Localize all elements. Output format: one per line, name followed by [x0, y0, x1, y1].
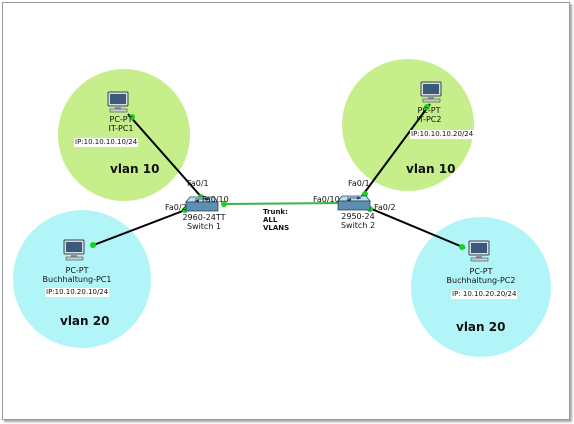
switch-icon: [337, 195, 371, 211]
switch1-name-label: Switch 1: [186, 222, 222, 231]
vlan10-right-label: vlan 10: [406, 162, 456, 176]
it-pc2-name-label: IT-PC2: [416, 115, 442, 124]
it-pc1-ip-label: IP:10.10.10.10/24: [74, 138, 139, 147]
bh-pc2-type-label: PC-PT: [469, 267, 493, 276]
pc-icon: [63, 239, 85, 261]
trunk-link: [221, 202, 346, 205]
vlan20-left-label: vlan 20: [60, 314, 110, 328]
port-dot: [459, 244, 465, 250]
it-pc1-name-label: IT-PC1: [108, 124, 134, 133]
trunk-label: Trunk: ALL VLANS: [263, 208, 289, 232]
bh-pc2-name-label: Buchhaltung-PC2: [446, 276, 516, 285]
trunk-label-line2: ALL: [263, 216, 278, 224]
port-dot: [362, 191, 368, 197]
bh-pc1-name-label: Buchhaltung-PC1: [42, 275, 112, 284]
switch2-type-label: 2950-24: [341, 212, 375, 221]
vlan10-zone-left: [58, 69, 190, 201]
switch2-name-label: Switch 2: [340, 221, 376, 230]
switch-icon: [185, 196, 219, 212]
vlan10-left-label: vlan 10: [110, 162, 160, 176]
it-pc1-type-label: PC-PT: [109, 115, 133, 124]
pc-icon: [420, 81, 442, 103]
port-dot: [221, 201, 227, 207]
port-label-s1-fa010: Fa0/10: [202, 195, 229, 204]
trunk-label-line3: VLANS: [263, 224, 290, 232]
bh-pc1-ip-label: IP:10.10.20.10/24: [45, 288, 110, 297]
pc-icon: [107, 91, 129, 113]
link-itpc1-switch1: [127, 113, 205, 201]
switch1-type-label: 2960-24TT: [182, 213, 226, 222]
port-dot: [90, 242, 96, 248]
port-label-s2-fa010: Fa0/10: [313, 195, 340, 204]
link-bhpc1-switch1: [90, 208, 189, 247]
port-label-s1-fa01: Fa0/1: [187, 179, 209, 188]
vlan20-right-label: vlan 20: [456, 320, 506, 334]
pc-icon: [468, 240, 490, 262]
link-itpc2-switch2: [361, 103, 431, 197]
vlan20-zone-right: [411, 217, 551, 357]
bh-pc1-type-label: PC-PT: [65, 266, 89, 275]
port-dot: [424, 104, 430, 110]
port-label-s1-fa02: Fa0/2: [165, 203, 187, 212]
trunk-label-line1: Trunk:: [263, 208, 288, 216]
link-bhpc2-switch2: [366, 206, 466, 249]
it-pc2-ip-label: IP:10.10.10.20/24: [410, 130, 475, 139]
it-pc2-type-label: PC-PT: [417, 106, 441, 115]
bh-pc2-ip-label: IP: 10.10.20.20/24: [451, 290, 518, 299]
vlan20-zone-left: [13, 210, 151, 348]
port-dot: [129, 114, 135, 120]
port-label-s2-fa02: Fa0/2: [374, 203, 396, 212]
port-label-s2-fa01: Fa0/1: [348, 179, 370, 188]
